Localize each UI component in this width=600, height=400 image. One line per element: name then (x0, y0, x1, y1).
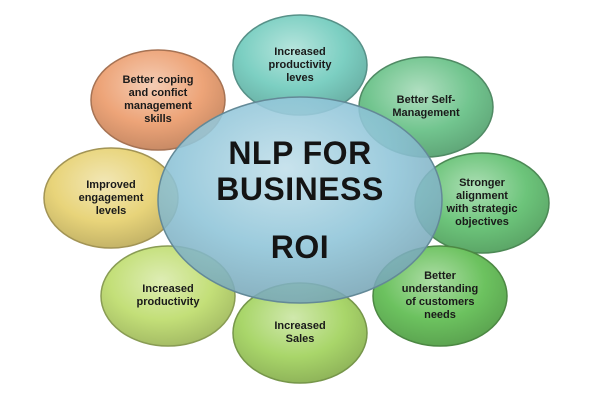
petal-customer-understanding (372, 245, 508, 347)
petal-conflict-management (90, 49, 226, 151)
center-circle (157, 96, 443, 304)
